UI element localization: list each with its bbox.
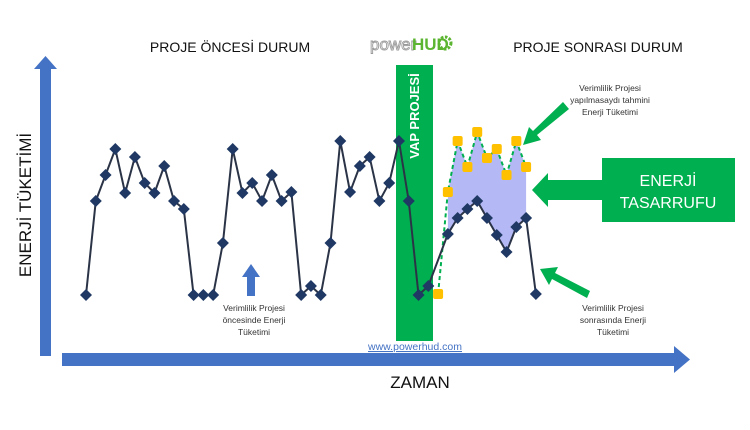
actual-data-point — [529, 288, 542, 300]
actual-data-point — [207, 289, 220, 301]
actual-data-point — [383, 177, 396, 189]
predicted-data-point — [442, 187, 453, 197]
predicted-data-point — [511, 136, 522, 146]
annotation-after: Verimlilik Projesi sonrasında Enerji Tük… — [580, 303, 646, 337]
predicted-pointer-arrow — [523, 102, 569, 145]
logo-text-light: power — [370, 35, 417, 54]
actual-data-point — [148, 187, 161, 199]
predicted-data-point — [481, 153, 492, 163]
actual-data-point — [128, 151, 141, 163]
annotation-line: Enerji Tüketimi — [582, 107, 638, 117]
actual-data-point — [265, 169, 278, 181]
actual-data-point — [119, 187, 132, 199]
actual-data-point — [353, 160, 366, 172]
actual-data-point — [324, 237, 337, 249]
actual-data-point — [363, 151, 376, 163]
actual-data-point — [480, 212, 493, 224]
actual-data-point — [246, 177, 259, 189]
savings-pointer-arrow — [532, 173, 602, 207]
predicted-data-point — [501, 170, 512, 180]
actual-data-point — [373, 195, 386, 207]
annotation-before: Verimlilik Projesi öncesinde Enerji Tüke… — [223, 303, 286, 337]
gear-icon — [437, 35, 453, 51]
actual-data-point — [304, 280, 317, 292]
actual-data-point — [422, 280, 435, 292]
actual-data-point — [441, 228, 454, 240]
actual-data-point — [99, 169, 112, 181]
predicted-data-point — [472, 127, 483, 137]
actual-data-point — [344, 186, 357, 198]
predicted-data-point — [433, 289, 444, 299]
predicted-data-point — [452, 136, 463, 146]
actual-data-point — [138, 177, 151, 189]
predicted-data-point — [462, 162, 473, 172]
actual-data-point — [392, 135, 405, 147]
vap-project-label: VAP PROJESİ — [407, 73, 422, 159]
actual-data-point — [490, 229, 503, 241]
actual-data-point — [412, 289, 425, 301]
title-after: PROJE SONRASI DURUM — [513, 39, 683, 55]
actual-data-point — [314, 289, 327, 301]
annotation-line: sonrasında Enerji — [580, 315, 646, 325]
actual-data-point — [187, 289, 200, 301]
actual-data-point — [177, 203, 190, 215]
actual-data-point — [471, 195, 484, 207]
actual-data-point — [500, 246, 513, 258]
x-axis-arrow — [62, 346, 690, 373]
actual-data-point — [168, 195, 181, 207]
actual-series-line — [85, 140, 537, 298]
y-axis-label: ENERJİ TÜKETİMİ — [16, 133, 35, 277]
powerhud-logo: power HUD — [370, 35, 453, 54]
annotation-line: Verimlilik Projesi — [223, 303, 285, 313]
actual-data-point — [226, 143, 239, 155]
actual-data-point — [80, 289, 92, 301]
x-axis-label: ZAMAN — [390, 373, 450, 392]
predicted-data-point — [491, 144, 502, 154]
predicted-data-point — [521, 162, 532, 172]
annotation-line: Tüketimi — [238, 327, 270, 337]
annotation-line: yapılmasaydı tahmini — [570, 95, 650, 105]
actual-data-point — [451, 212, 464, 224]
actual-data-point — [275, 195, 288, 207]
annotation-line: Verimlilik Projesi — [579, 83, 641, 93]
actual-data-point — [109, 143, 122, 155]
actual-data-point — [256, 195, 269, 207]
energy-savings-box — [602, 158, 735, 222]
savings-line2: TASARRUFU — [620, 195, 717, 212]
actual-data-point — [520, 212, 533, 224]
predicted-series-line — [437, 128, 528, 295]
before-up-arrow — [242, 264, 260, 296]
actual-data-point — [216, 237, 229, 249]
actual-data-point — [236, 187, 249, 199]
title-before: PROJE ÖNCESİ DURUM — [150, 38, 310, 55]
actual-data-point — [510, 221, 523, 233]
annotation-predicted: Verimlilik Projesi yapılmasaydı tahmini … — [570, 83, 650, 117]
actual-data-point — [402, 195, 415, 207]
annotation-line: öncesinde Enerji — [223, 315, 286, 325]
actual-data-point — [197, 289, 210, 301]
actual-data-point — [295, 289, 308, 301]
annotation-line: Tüketimi — [597, 327, 629, 337]
energy-savings-area — [447, 132, 527, 252]
actual-data-point — [334, 135, 347, 147]
website-link[interactable]: www.powerhud.com — [367, 341, 462, 353]
actual-data-point — [158, 160, 171, 172]
annotation-line: Verimlilik Projesi — [582, 303, 644, 313]
actual-data-point — [461, 203, 474, 215]
after-pointer-arrow — [540, 267, 590, 298]
savings-line1: ENERJİ — [640, 171, 697, 190]
y-axis-arrow — [34, 56, 57, 356]
actual-data-point — [89, 195, 102, 207]
actual-data-point — [285, 186, 298, 198]
